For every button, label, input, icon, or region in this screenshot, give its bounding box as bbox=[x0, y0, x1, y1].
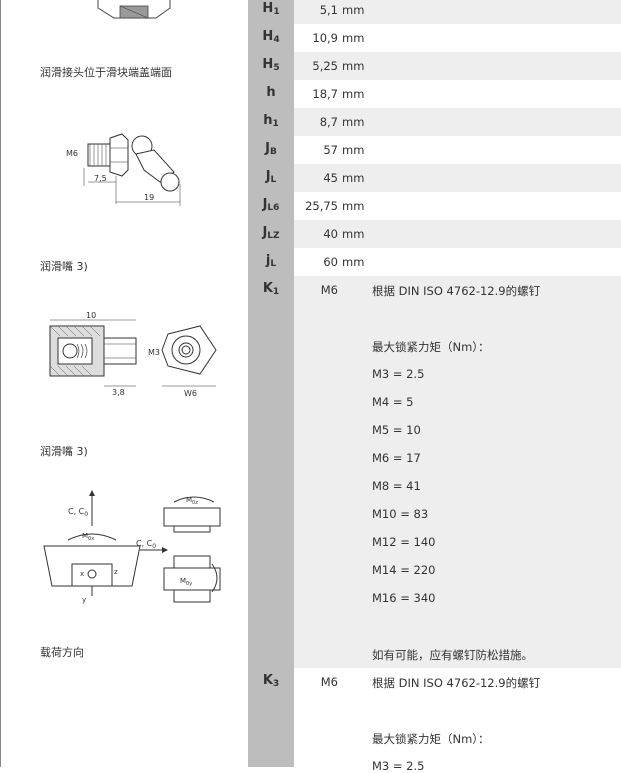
row-unit: mm bbox=[342, 171, 365, 185]
caption-nipple-2: 润滑嘴 3) bbox=[40, 445, 88, 458]
row-value: 60 bbox=[323, 255, 338, 269]
row-value: 45 bbox=[323, 171, 338, 185]
table-row: JL 45 mm bbox=[248, 164, 621, 192]
row-value: M6 bbox=[320, 675, 338, 689]
k3-desc-line: 最大锁紧力矩（Nm）： bbox=[372, 732, 490, 746]
row-value: 40 bbox=[323, 227, 338, 241]
label-w6: W6 bbox=[184, 389, 197, 398]
row-value: 5,25 bbox=[312, 59, 338, 73]
row-symbol: K1 bbox=[262, 281, 280, 297]
label-x: x bbox=[80, 570, 84, 578]
load-direction-drawing: C, C0 M0x x z y C, C0 M0z M0y bbox=[43, 490, 221, 604]
label-19: 19 bbox=[144, 193, 154, 202]
row-value: 10,9 bbox=[312, 31, 338, 45]
carriage-partial-drawing bbox=[97, 0, 171, 19]
label-m3: M3 bbox=[148, 348, 160, 357]
row-unit: mm bbox=[342, 143, 365, 157]
table-row: jL 60 mm bbox=[248, 248, 621, 276]
figure-column: 润滑接头位于滑块端盖端面 M6 7,5 19 润滑嘴 3) 10 bbox=[0, 0, 248, 767]
row-symbol: JLZ bbox=[262, 225, 280, 241]
k1-desc-line: M5 = 10 bbox=[372, 423, 421, 437]
row-symbol: K3 bbox=[262, 673, 280, 689]
table-row: H5 5,25 mm bbox=[248, 52, 621, 80]
label-c-c0-side: C, C0 bbox=[136, 539, 156, 550]
k1-desc-line: M6 = 17 bbox=[372, 451, 421, 465]
row-symbol: H1 bbox=[262, 1, 280, 17]
label-y: y bbox=[82, 596, 86, 604]
caption-lube-position: 润滑接头位于滑块端盖端面 bbox=[40, 66, 172, 79]
lube-nipple-section-drawing: 10 3,8 M3 W6 bbox=[49, 311, 217, 398]
row-value: 57 bbox=[323, 143, 338, 157]
k1-desc-line: 最大锁紧力矩（Nm）： bbox=[372, 340, 490, 354]
k1-desc-line: M14 = 220 bbox=[372, 563, 436, 577]
row-unit: mm bbox=[342, 199, 365, 213]
label-m0x: M0x bbox=[82, 532, 94, 542]
row-unit: mm bbox=[342, 255, 365, 269]
k1-desc-line: M4 = 5 bbox=[372, 395, 414, 409]
table-row: h 18,7 mm bbox=[248, 80, 621, 108]
row-value: 5,1 bbox=[319, 3, 338, 17]
table-row: JL6 25,75 mm bbox=[248, 192, 621, 220]
k1-desc-line: 如有可能，应有螺钉防松措施。 bbox=[372, 648, 533, 662]
label-m0z: M0z bbox=[186, 496, 198, 506]
label-10: 10 bbox=[86, 311, 96, 320]
row-symbol: JL bbox=[265, 169, 277, 185]
table-row: JB 57 mm bbox=[248, 136, 621, 164]
label-c-c0-top: C, C0 bbox=[68, 507, 88, 518]
row-value: 25,75 bbox=[305, 199, 338, 213]
label-z: z bbox=[114, 568, 118, 576]
row-unit: mm bbox=[342, 227, 365, 241]
row-value: M6 bbox=[320, 283, 338, 297]
k1-desc-line: 根据 DIN ISO 4762-12.9的螺钉 bbox=[372, 284, 541, 298]
k1-desc-line: M8 = 41 bbox=[372, 479, 421, 493]
page-left-border bbox=[0, 0, 1, 767]
label-m6: M6 bbox=[66, 149, 78, 158]
label-m0y: M0y bbox=[180, 577, 192, 587]
k1-desc-line: M3 = 2.5 bbox=[372, 367, 425, 381]
row-symbol: H5 bbox=[262, 57, 280, 73]
row-symbol: JB bbox=[265, 141, 277, 157]
table-row-k1: K1 M6 根据 DIN ISO 4762-12.9的螺钉 最大锁紧力矩（Nm）… bbox=[248, 276, 621, 668]
row-unit: mm bbox=[342, 3, 365, 17]
k3-desc-line: M3 = 2.5 bbox=[372, 759, 425, 773]
k1-desc-line: M12 = 140 bbox=[372, 535, 436, 549]
symbol-column bbox=[248, 0, 294, 767]
k3-desc-line: 根据 DIN ISO 4762-12.9的螺钉 bbox=[372, 676, 541, 690]
row-unit: mm bbox=[342, 87, 365, 101]
row-symbol: H4 bbox=[262, 29, 280, 45]
table-row: H1 5,1 mm bbox=[248, 0, 621, 24]
row-unit: mm bbox=[342, 59, 365, 73]
row-value: 8,7 bbox=[319, 115, 338, 129]
caption-nipple-1: 润滑嘴 3) bbox=[40, 260, 88, 273]
row-unit: mm bbox=[342, 31, 365, 45]
table-row-k3: K3 M6 根据 DIN ISO 4762-12.9的螺钉 最大锁紧力矩（Nm）… bbox=[248, 668, 621, 773]
table-row: JLZ 40 mm bbox=[248, 220, 621, 248]
row-unit: mm bbox=[342, 115, 365, 129]
row-symbol: jL bbox=[265, 253, 277, 269]
row-value: 18,7 bbox=[312, 87, 338, 101]
row-symbol: JL6 bbox=[262, 197, 280, 213]
row-symbol: h1 bbox=[263, 113, 279, 129]
row-symbol: h bbox=[266, 85, 276, 100]
caption-load-direction: 载荷方向 bbox=[40, 646, 84, 659]
angled-lube-nipple-drawing: M6 7,5 19 bbox=[66, 133, 181, 206]
k1-desc-line: M16 = 340 bbox=[372, 591, 436, 605]
k1-desc-line: M10 = 83 bbox=[372, 507, 429, 521]
table-row: h1 8,7 mm bbox=[248, 108, 621, 136]
table-row: H4 10,9 mm bbox=[248, 24, 621, 52]
label-7-5: 7,5 bbox=[94, 174, 107, 183]
label-3-8: 3,8 bbox=[112, 388, 125, 397]
